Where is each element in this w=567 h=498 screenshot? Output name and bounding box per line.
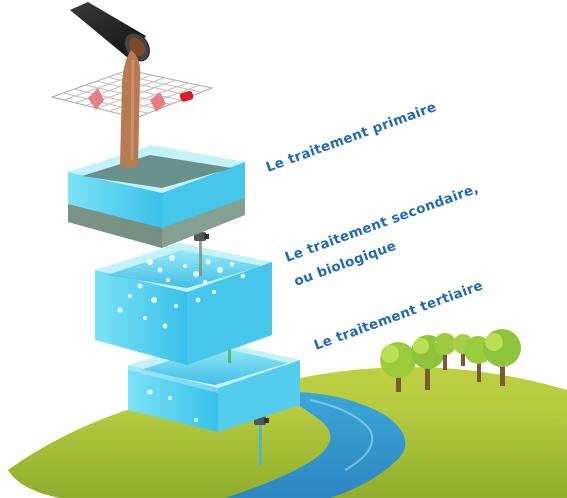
river-highlight	[309, 399, 374, 471]
inlet-pipe	[70, 2, 150, 62]
debris	[88, 88, 194, 112]
valve-1	[194, 232, 209, 276]
label-primary: Le traitement primaire	[264, 99, 439, 176]
aeration-bubbles	[117, 255, 246, 329]
trees	[380, 329, 521, 392]
river	[225, 392, 406, 498]
wastewater-stream	[120, 50, 141, 169]
tank-secondary	[95, 243, 272, 365]
tank-primary	[68, 145, 245, 248]
